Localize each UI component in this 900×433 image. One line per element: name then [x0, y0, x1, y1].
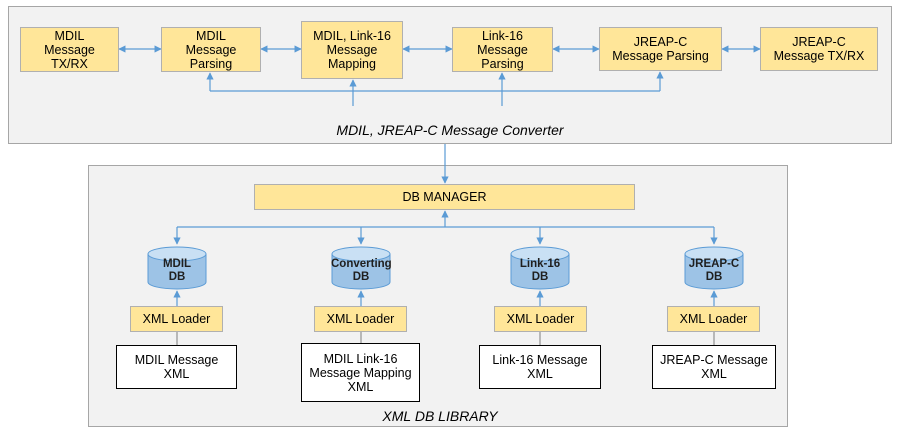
- database-icon: [684, 246, 744, 290]
- library-caption: XML DB LIBRARY: [382, 408, 498, 424]
- xml-loader-jreapc: XML Loader: [667, 306, 760, 332]
- jreapc-txrx-box: JREAP-C Message TX/RX: [760, 27, 878, 71]
- database-icon: [510, 246, 570, 290]
- link16-parsing-box: Link-16 Message Parsing: [452, 27, 553, 72]
- db-label: JREAP-C DB: [688, 258, 740, 283]
- mdil-txrx-box: MDIL Message TX/RX: [20, 27, 119, 72]
- jreapc-db: JREAP-C DB: [684, 246, 744, 290]
- link16-message-xml: Link-16 Message XML: [479, 345, 601, 389]
- db-label: MDIL DB: [162, 258, 192, 283]
- mdil-link16-mapping-box: MDIL, Link-16 Message Mapping: [301, 21, 403, 79]
- xml-loader-mdil: XML Loader: [130, 306, 223, 332]
- db-label: Link-16 DB: [519, 258, 561, 283]
- jreapc-parsing-box: JREAP-C Message Parsing: [599, 27, 722, 71]
- xml-loader-link16: XML Loader: [494, 306, 587, 332]
- mdil-link16-mapping-xml: MDIL Link-16 Message Mapping XML: [301, 343, 420, 402]
- db-label: Converting DB: [331, 258, 392, 283]
- database-icon: [331, 246, 391, 290]
- link16-db: Link-16 DB: [510, 246, 570, 290]
- mdil-db: MDIL DB: [147, 246, 207, 290]
- mdil-parsing-box: MDIL Message Parsing: [161, 27, 261, 72]
- mdil-message-xml: MDIL Message XML: [116, 345, 237, 389]
- converting-db: Converting DB: [331, 246, 392, 290]
- converter-caption: MDIL, JREAP-C Message Converter: [336, 122, 564, 138]
- database-icon: [147, 246, 207, 290]
- jreapc-message-xml: JREAP-C Message XML: [652, 345, 776, 389]
- converter-panel: [8, 6, 892, 144]
- xml-loader-converting: XML Loader: [314, 306, 407, 332]
- db-manager-box: DB MANAGER: [254, 184, 635, 210]
